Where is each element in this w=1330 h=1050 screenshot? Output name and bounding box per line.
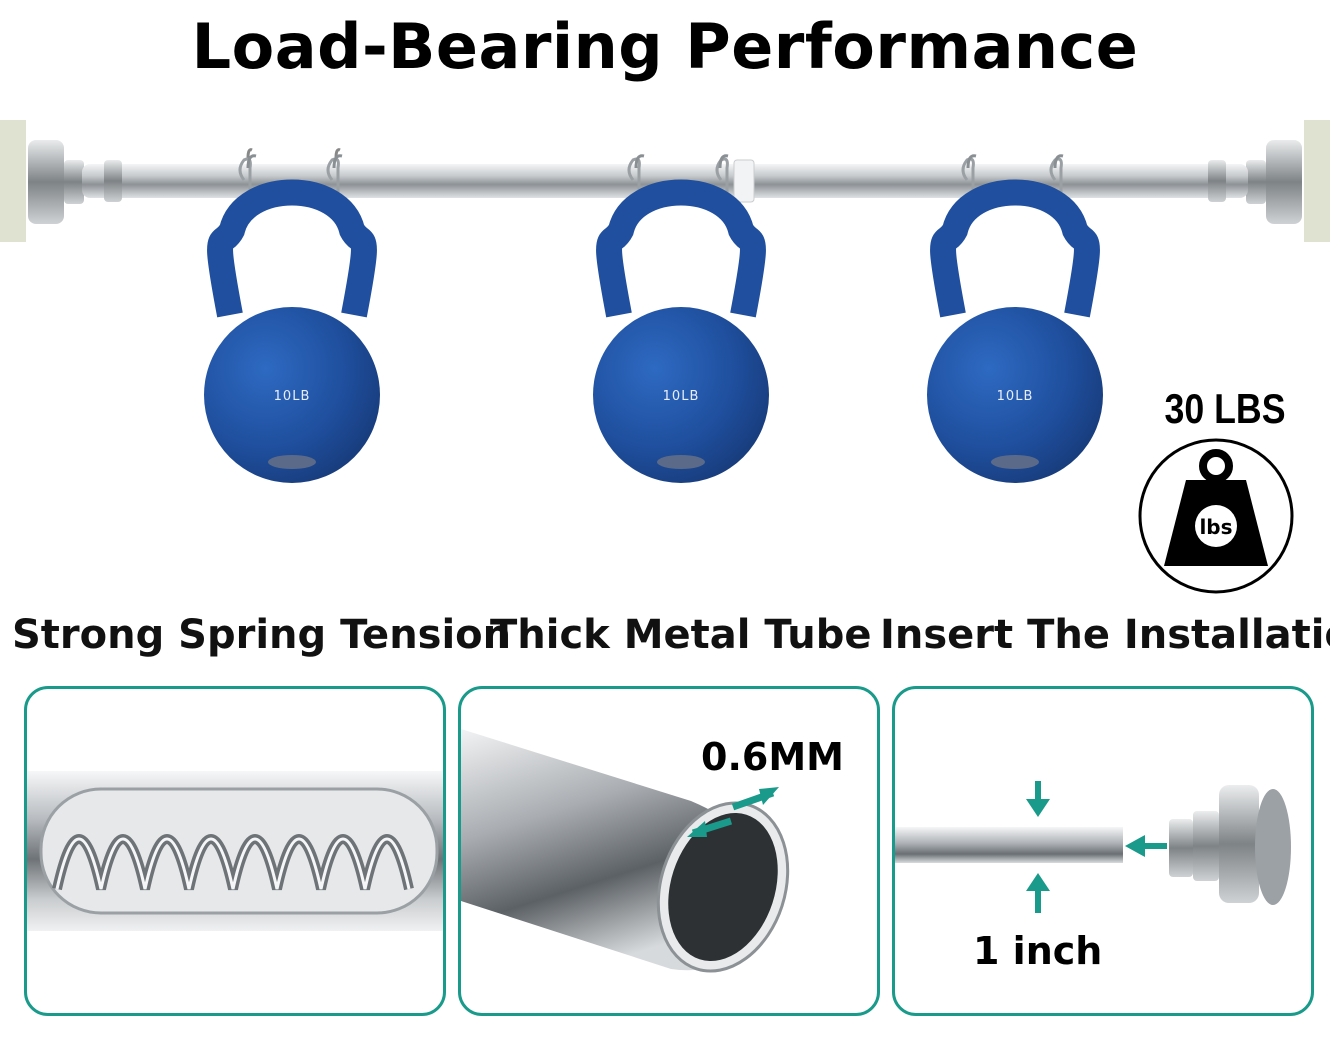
total-weight-label: 30 LBS [1164,385,1286,432]
kettlebell-label-2: 10LB [663,389,700,404]
rod-with-kettlebells-image: 10LB 10LB 10LB [0,100,1330,600]
tube-illustration [461,729,790,973]
weight-badge: lbs [1136,436,1296,596]
feature-title-tube: Thick Metal Tube [490,612,872,658]
feature-title-spring: Strong Spring Tension [12,612,512,658]
kettlebell-2: 10LB [593,157,769,483]
feature-title-install: Insert The Installation [880,612,1330,658]
spring-illustration [27,771,443,931]
left-wall [0,120,26,242]
kettlebell-label-3: 10LB [997,389,1034,404]
kettlebell-1: 10LB [204,148,380,483]
kettlebell-label-1: 10LB [274,389,311,404]
tube-panel: 0.6MM [458,686,880,1016]
install-panel: 1 inch [892,686,1314,1016]
right-wall [1304,120,1330,242]
diameter-callout: 1 inch [973,929,1103,973]
weight-icon-text: lbs [1199,515,1232,539]
page-title: Load-Bearing Performance [191,10,1139,83]
left-end-cap [28,140,84,224]
install-illustration [895,781,1291,913]
weight-icon: lbs [1138,438,1294,594]
spring-panel [24,686,446,1016]
rod-collar [733,159,755,203]
kettlebell-3: 10LB [927,157,1103,483]
right-end-cap [1246,140,1302,224]
thickness-callout: 0.6MM [701,735,844,779]
